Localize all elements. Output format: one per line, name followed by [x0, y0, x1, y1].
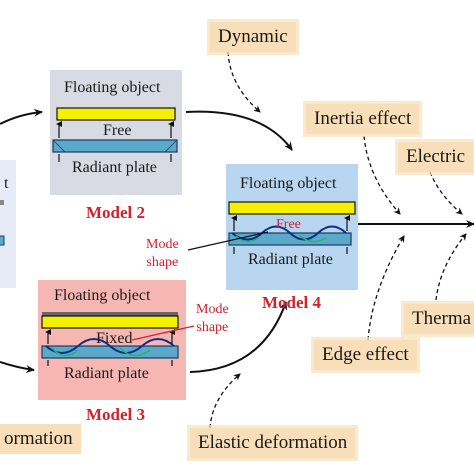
arrow-edge — [367, 235, 405, 341]
factor-tag-inertia: Inertia effect — [306, 104, 420, 134]
arrow-model1-to-model2 — [0, 108, 43, 125]
model4-floating-object — [228, 201, 356, 215]
model1-partial-panel — [0, 160, 16, 288]
model3-title: Model 3 — [86, 405, 146, 424]
model2-panel — [50, 70, 182, 195]
model4-object-label: Floating object — [240, 175, 337, 192]
evolution-arrows — [0, 108, 474, 373]
arrow-thermal — [435, 233, 467, 301]
model4-plate-label: Radiant plate — [248, 251, 333, 268]
factor-tag-deformation-partial: ormation — [0, 424, 81, 454]
model2-radiant-plate — [52, 139, 178, 153]
factor-arrows — [209, 51, 467, 429]
model2-floating-object — [56, 107, 176, 121]
model4-panel — [187, 164, 358, 290]
arrow-model2-to-model4 — [185, 110, 293, 151]
factor-tag-edge: Edge effect — [314, 340, 417, 370]
model4-mode-shape-label: Mode shape — [146, 237, 179, 270]
model3-gap-label: Fixed — [96, 330, 133, 347]
arrow-electric — [429, 171, 463, 215]
arrow-inertia — [363, 135, 401, 215]
model3-mode-shape-label: Mode shape — [196, 302, 229, 335]
factor-tag-thermal: Therma — [404, 304, 474, 334]
arrow-elastic — [209, 373, 241, 429]
model2-plate-label: Radiant plate — [72, 159, 157, 176]
arrow-dynamic — [227, 51, 261, 113]
factor-tag-dynamic: Dynamic — [210, 22, 296, 52]
model3-object-label: Floating object — [54, 287, 151, 304]
model1-partial-label: t — [4, 175, 9, 192]
model3-panel — [38, 280, 195, 400]
model2-title: Model 2 — [86, 203, 146, 222]
model2-gap-label: Free — [103, 122, 132, 139]
model3-floating-object — [41, 315, 179, 329]
model3-plate-label: Radiant plate — [64, 365, 149, 382]
model4-title: Model 4 — [262, 293, 322, 312]
arrow-model3-to-model4 — [189, 301, 288, 373]
model4-gap-label: Free — [276, 217, 301, 232]
factor-tag-elastic: Elastic deformation — [190, 428, 356, 458]
model2-object-label: Floating object — [64, 79, 161, 96]
factor-tag-electric: Electric — [398, 142, 474, 172]
arrow-model1-to-model3 — [0, 361, 35, 373]
